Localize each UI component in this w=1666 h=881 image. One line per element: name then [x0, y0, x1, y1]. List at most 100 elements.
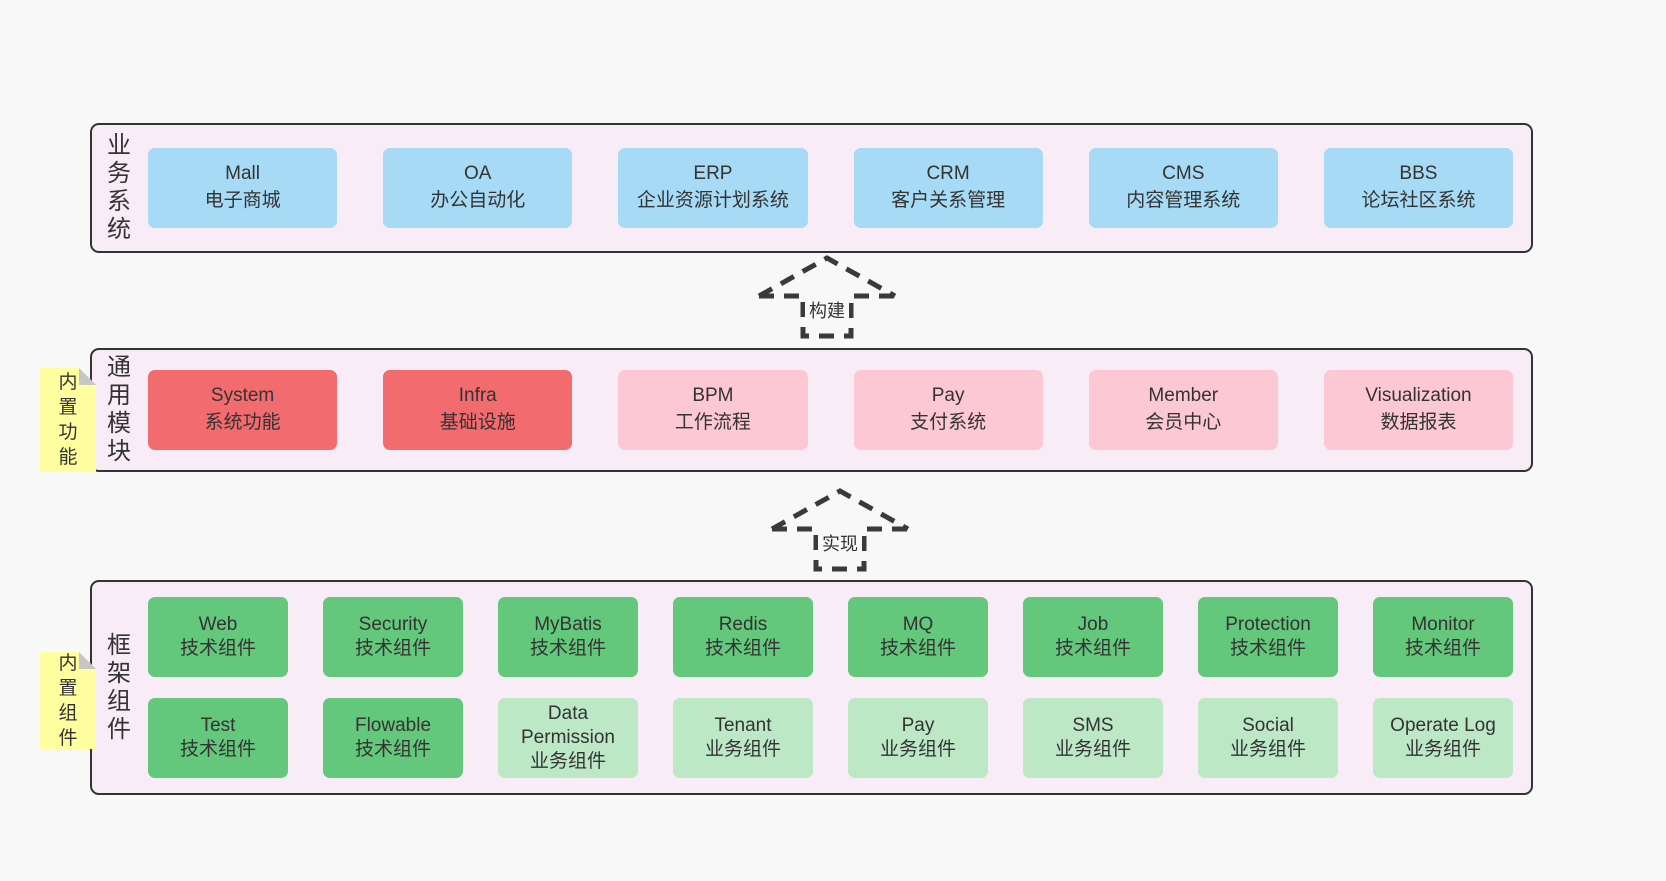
box-title: Mall: [225, 163, 260, 185]
box-title: Visualization: [1365, 385, 1472, 407]
framework-box-test: Test 技术组件: [148, 698, 288, 778]
box-row: System 系统功能 Infra 基础设施 BPM 工作流程 Pay 支付系统 Member 会…: [148, 370, 1514, 450]
business-box-bbs: BBS 论坛社区系统: [1323, 148, 1514, 228]
box-subtitle: 工作流程: [674, 412, 751, 433]
business-box-erp: ERP 企业资源计划系统: [618, 148, 808, 228]
box-title: Flowable: [354, 714, 432, 736]
box-subtitle: 支付系统: [910, 412, 987, 433]
box-title: MyBatis: [534, 613, 602, 635]
framework-box-sms: SMS 业务组件: [1023, 698, 1163, 778]
box-title: Web: [198, 613, 238, 635]
box-subtitle: 客户关系管理: [891, 190, 1006, 211]
box-title: SMS: [1072, 714, 1114, 736]
box-subtitle: 企业资源计划系统: [636, 190, 789, 211]
box-subtitle: 电子商城: [204, 190, 281, 211]
box-subtitle: 系统功能: [204, 412, 281, 433]
box-title: OA: [464, 163, 492, 185]
box-title: Job: [1077, 613, 1109, 635]
business-box-oa: OA 办公自动化: [383, 148, 573, 228]
build-arrow: 构建: [757, 254, 897, 342]
box-title: Tenant: [714, 714, 772, 736]
framework-box-mq: MQ 技术组件: [848, 597, 988, 677]
business-systems-rows: Mall 电子商城 OA 办公自动化 ERP 企业资源计划系统 CRM 客户关系管理 CMS 内容…: [146, 125, 1531, 251]
box-title: MQ: [902, 613, 934, 635]
box-title: Social: [1242, 714, 1294, 736]
framework-box-flowable: Flowable 技术组件: [323, 698, 463, 778]
box-title: BPM: [692, 385, 734, 407]
box-title: BBS: [1399, 163, 1438, 185]
framework-box-social: Social 业务组件: [1198, 698, 1338, 778]
build-arrow-label: 构建: [805, 296, 849, 324]
framework-box-redis: Redis 技术组件: [673, 597, 813, 677]
box-title: Protection: [1225, 613, 1311, 635]
box-subtitle: 技术组件: [704, 638, 781, 659]
box-title: CMS: [1162, 163, 1205, 185]
modules-box-member: Member 会员中心: [1088, 370, 1278, 450]
up-arrow-icon: [757, 255, 897, 339]
box-title: Member: [1148, 385, 1219, 407]
box-title: Redis: [718, 613, 768, 635]
business-box-crm: CRM 客户关系管理: [853, 148, 1043, 228]
box-subtitle: 数据报表: [1380, 412, 1457, 433]
framework-box-protection: Protection 技术组件: [1198, 597, 1338, 677]
box-title: System: [210, 385, 275, 407]
box-title: Infra: [458, 385, 497, 407]
framework-components-side-label: 框 架 组 件: [107, 631, 131, 743]
box-title: ERP: [693, 163, 733, 185]
box-subtitle: 技术组件: [179, 739, 256, 760]
built-in-features-note: 内 置 功 能: [40, 368, 96, 472]
up-arrow-icon: [770, 488, 910, 572]
box-subtitle: 业务组件: [529, 751, 606, 773]
modules-box-infra: Infra 基础设施: [383, 370, 573, 450]
box-subtitle: 内容管理系统: [1126, 190, 1241, 211]
box-title: Pay: [931, 385, 965, 407]
box-title: CRM: [926, 163, 970, 185]
modules-box-visualization: Visualization 数据报表: [1323, 370, 1514, 450]
box-title: Pay: [901, 714, 935, 736]
box-subtitle: 技术组件: [879, 638, 956, 659]
modules-box-pay: Pay 支付系统: [853, 370, 1043, 450]
modules-box-system: System 系统功能: [148, 370, 338, 450]
box-subtitle: 技术组件: [354, 739, 431, 760]
common-modules-side-label: 通 用 模 块: [107, 354, 131, 465]
box-subtitle: 技术组件: [1404, 638, 1481, 659]
box-subtitle: 业务组件: [1054, 739, 1131, 760]
framework-box-security: Security 技术组件: [323, 597, 463, 677]
box-subtitle: 会员中心: [1145, 412, 1222, 433]
framework-box-mybatis: MyBatis 技术组件: [498, 597, 638, 677]
box-title: Security: [358, 613, 428, 635]
box-subtitle: 业务组件: [879, 739, 956, 760]
framework-box-tenant: Tenant 业务组件: [673, 698, 813, 778]
framework-box-pay: Pay 业务组件: [848, 698, 988, 778]
business-systems-side-label: 业 务 系 统: [107, 132, 131, 243]
box-row: Mall 电子商城 OA 办公自动化 ERP 企业资源计划系统 CRM 客户关系管理 CMS 内容…: [148, 148, 1514, 228]
box-subtitle: 业务组件: [1404, 739, 1481, 760]
business-box-cms: CMS 内容管理系统: [1088, 148, 1278, 228]
box-subtitle: 技术组件: [529, 638, 606, 659]
box-subtitle: 基础设施: [439, 412, 516, 433]
box-subtitle: 业务组件: [704, 739, 781, 760]
box-subtitle: 技术组件: [354, 638, 431, 659]
box-subtitle: 论坛社区系统: [1361, 190, 1476, 211]
business-box-mall: Mall 电子商城: [148, 148, 338, 228]
box-subtitle: 业务组件: [1229, 739, 1306, 760]
box-title: Data Permission: [521, 702, 615, 748]
box-subtitle: 办公自动化: [430, 190, 526, 211]
box-title: Operate Log: [1390, 714, 1496, 736]
business-systems-panel: 业 务 系 统 Mall 电子商城 OA 办公自动化 ERP 企业资源计划系统 CRM 客户关…: [90, 123, 1533, 253]
implement-arrow-label: 实现: [818, 529, 862, 557]
implement-arrow: 实现: [770, 487, 910, 575]
framework-box-data-permission: Data Permission 业务组件: [498, 698, 638, 778]
framework-box-operate-log: Operate Log 业务组件: [1373, 698, 1513, 778]
box-title: Test: [200, 714, 236, 736]
common-modules-rows: System 系统功能 Infra 基础设施 BPM 工作流程 Pay 支付系统 Member 会…: [146, 350, 1531, 470]
box-subtitle: 技术组件: [1229, 638, 1306, 659]
common-modules-panel: 通 用 模 块 System 系统功能 Infra 基础设施 BPM 工作流程 Pay 支付系…: [90, 348, 1533, 472]
